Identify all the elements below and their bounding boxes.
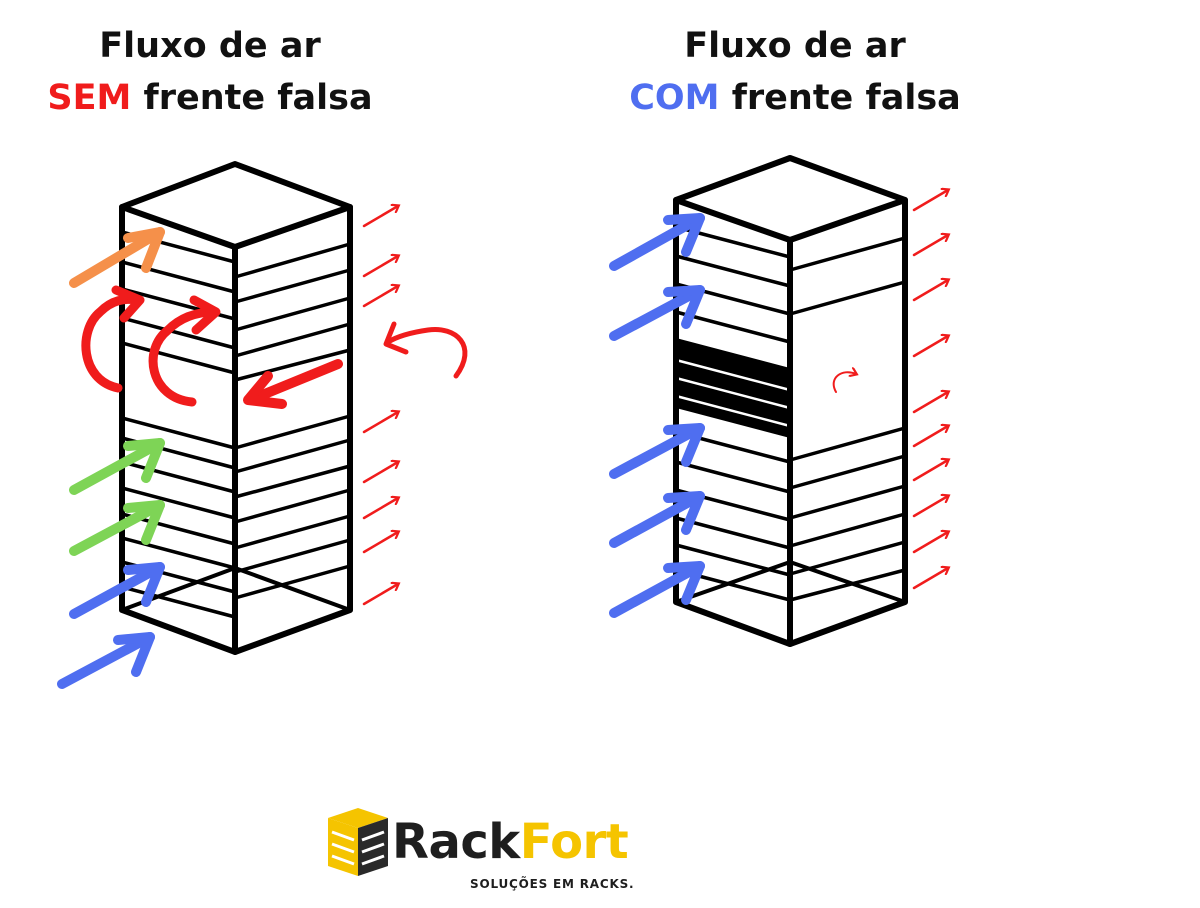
hot-exhaust-arrows [912,190,948,590]
cold-air-arrow [69,562,165,619]
title-line2: SEM frente falsa [20,72,400,124]
cold-air-arrow [609,491,705,548]
rack-left [119,161,353,655]
brand-name: RackFort [392,812,629,872]
rack-right [673,155,908,647]
cold-air-arrow [609,213,705,271]
title-line1: Fluxo de ar [99,26,321,66]
cold-air-arrow [57,632,155,689]
rack-logo-icon [328,808,388,876]
cool-air-arrow [69,500,165,556]
title-keyword-com: COM [629,78,720,118]
cold-air-arrow [609,285,705,341]
title-rest: frente falsa [731,78,961,118]
title-without-blanking-panel: Fluxo de ar SEM frente falsa [20,20,400,124]
blanking-panel [674,338,792,438]
cold-air-arrow [609,423,705,479]
title-rest: frente falsa [143,78,373,118]
airflow-arrows-left [57,206,468,689]
brand-name-part2: Fort [519,814,629,870]
cool-air-arrow [69,438,165,495]
recirculation-arrow [81,285,145,393]
title-line1: Fluxo de ar [684,26,906,66]
warm-air-arrow [69,227,165,288]
title-line2: COM frente falsa [605,72,985,124]
brand-tagline: SOLUÇÕES EM RACKS. [470,877,635,891]
hot-air-return-arrow [243,359,343,409]
hot-air-return-arrow [383,321,468,379]
hot-exhaust-arrows [362,206,398,606]
title-with-blanking-panel: Fluxo de ar COM frente falsa [605,20,985,124]
airflow-arrows-right [609,190,948,618]
cold-air-arrow [609,561,705,618]
small-recirculation-arrow [832,372,856,393]
brand-name-part1: Rack [392,814,520,870]
title-keyword-sem: SEM [47,78,132,118]
recirculation-arrow [148,295,221,407]
